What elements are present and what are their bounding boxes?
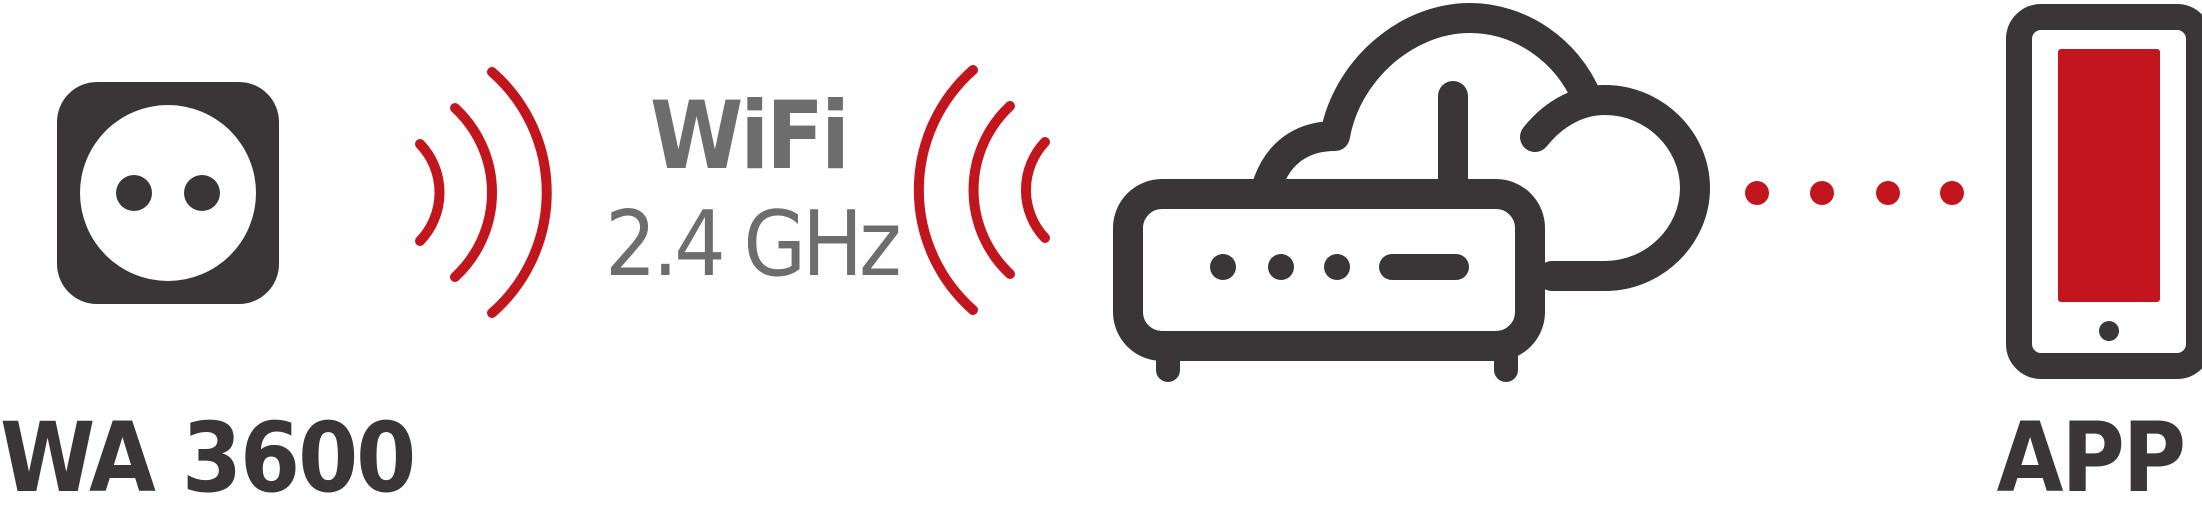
power-socket-icon (57, 82, 279, 304)
dotted-connection-icon (1745, 181, 1964, 205)
wifi-band-label: 2.4 GHz (605, 192, 902, 297)
socket-device-label: WA 3600 (0, 402, 416, 514)
wifi-signal-waves-right-icon (913, 65, 1050, 315)
wifi-signal-waves-left-icon (415, 67, 552, 318)
router-cloud-icon (1113, 3, 1710, 382)
app-label: APP (1996, 402, 2186, 514)
cloud-outline (1253, 3, 1602, 198)
wifi-title: WiFi (650, 82, 850, 191)
smartphone-icon (2006, 4, 2202, 379)
